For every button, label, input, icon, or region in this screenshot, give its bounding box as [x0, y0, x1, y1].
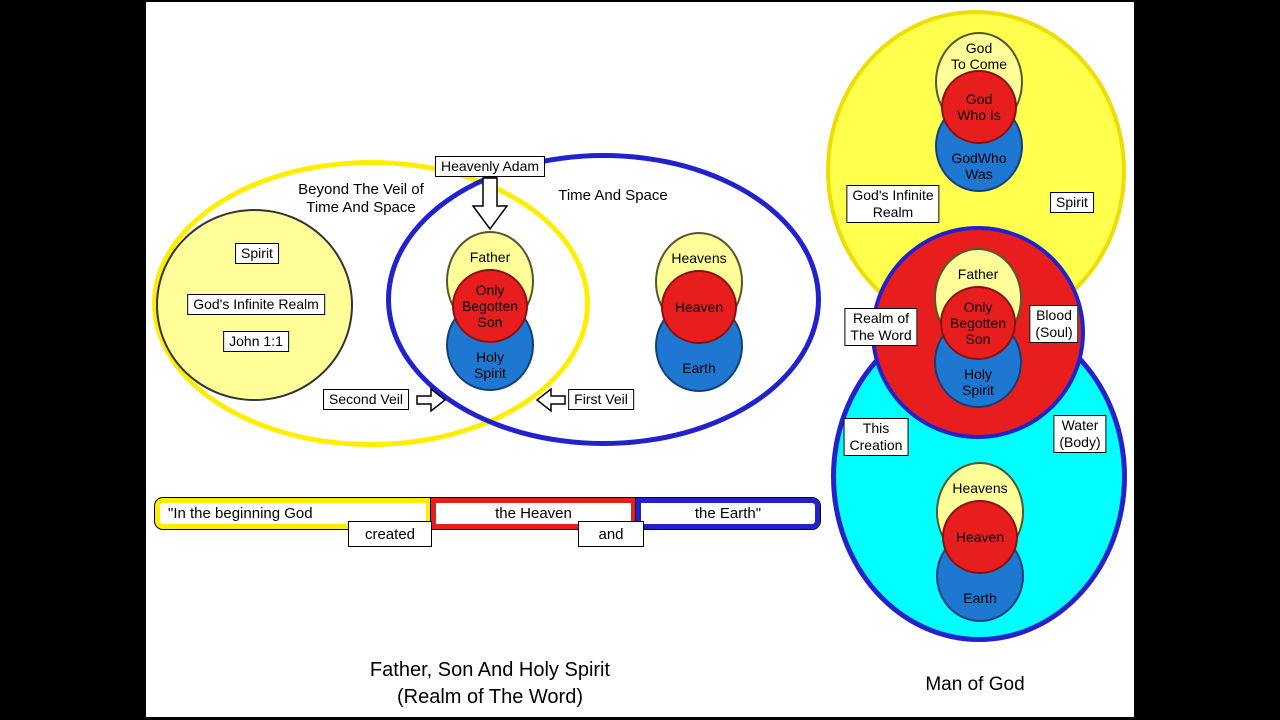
second-veil-box: Second Veil [323, 389, 409, 410]
god-who-is-circle [941, 70, 1017, 144]
verse-part2: the Heaven [495, 505, 572, 522]
heaven-label-right: Heaven [955, 529, 1005, 545]
holy-spirit-label-right: Holy Spirit [962, 366, 994, 398]
right-caption: Man of God [925, 674, 1025, 695]
heaven-label: Heaven [674, 299, 724, 315]
verse-created-box: created [348, 521, 432, 547]
spirit-box-right: Spirit [1050, 192, 1094, 213]
verse-part1: "In the beginning God [168, 505, 313, 522]
left-caption-line2: (Realm of The Word) [397, 686, 583, 708]
time-and-space-label: Time And Space [558, 187, 668, 204]
blood-soul-box: Blood (Soul) [1029, 305, 1079, 343]
verse-segment-earth: the Earth" [635, 497, 821, 530]
heavenly-adam-box: Heavenly Adam [434, 156, 546, 177]
verse-part3: the Earth" [694, 505, 762, 522]
gods-infinite-realm-box-right: God's Infinite Realm [846, 185, 940, 223]
this-creation-box: This Creation [843, 418, 909, 456]
beyond-veil-label: Beyond The Veil of Time And Space [298, 181, 424, 216]
realm-of-the-word-box: Realm of The Word [844, 308, 918, 346]
heaven-circle-right [942, 500, 1018, 574]
verse-and-box: and [578, 521, 644, 547]
verse-created: created [364, 525, 416, 543]
heaven-circle [661, 270, 737, 344]
son-label: Only Begotten Son [461, 282, 519, 330]
god-to-come-label: God To Come [950, 40, 1008, 72]
trinity-creation: Heavens Heaven Earth [655, 232, 743, 392]
father-label-right: Father [957, 266, 999, 282]
earth-label-right: Earth [963, 590, 997, 606]
son-circle [452, 269, 528, 343]
heavens-label-right: Heavens [952, 480, 1008, 496]
time-and-space-ellipse [386, 153, 821, 446]
first-veil-box: First Veil [568, 389, 634, 410]
earth-label: Earth [682, 360, 716, 376]
trinity-word-right: Father Only Begotten Son Holy Spirit [934, 248, 1022, 408]
verse-and: and [598, 525, 624, 543]
water-body-box: Water (Body) [1053, 415, 1107, 453]
heavens-label: Heavens [671, 250, 727, 266]
john-1-1-box: John 1:1 [223, 331, 289, 352]
god-who-is-label: God Who Is [957, 91, 1001, 123]
god-who-was-label: GodWho Was [951, 150, 1007, 182]
gods-infinite-realm-box: God's Infinite Realm [187, 294, 325, 315]
son-circle-right [940, 286, 1016, 360]
left-caption-line1: Father, Son And Holy Spirit [369, 659, 611, 681]
holy-spirit-label: Holy Spirit [474, 349, 506, 381]
trinity-creation-right: Heavens Heaven Earth [936, 462, 1024, 622]
trinity-word: Father Only Begotten Son Holy Spirit [446, 231, 534, 391]
trinity-god: God To Come God Who Is GodWho Was [935, 32, 1023, 192]
spirit-box: Spirit [235, 243, 279, 264]
verse-segment-heaven: the Heaven [430, 497, 637, 530]
father-label: Father [469, 249, 511, 265]
son-label-right: Only Begotten Son [949, 299, 1007, 347]
